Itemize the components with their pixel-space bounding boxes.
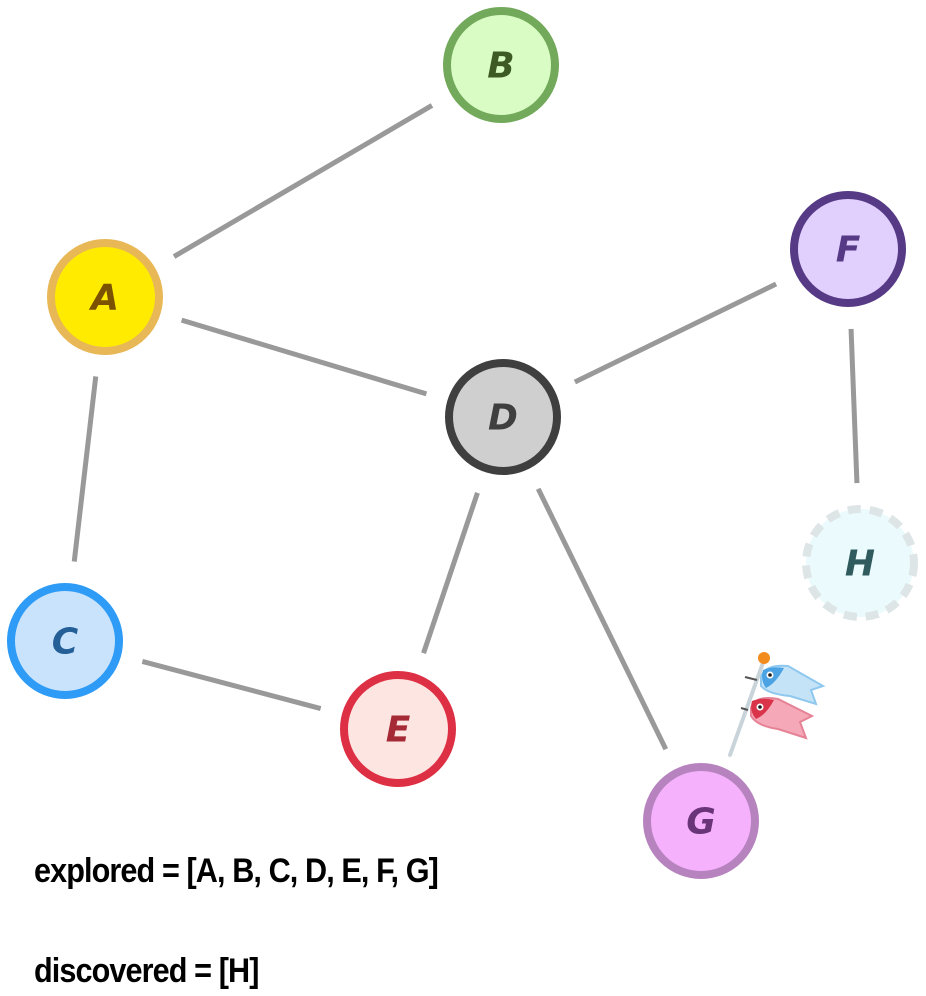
nodes: A B C D E F G H	[7, 7, 918, 879]
node-c: C	[7, 583, 123, 699]
node-b-label: B	[487, 46, 514, 87]
node-a-label: A	[88, 278, 119, 319]
node-g-circle	[643, 763, 759, 879]
node-f: F	[790, 191, 906, 307]
node-e-circle	[340, 671, 456, 787]
node-g: G	[643, 763, 759, 879]
node-b: B	[443, 7, 559, 123]
node-f-label: F	[836, 230, 861, 271]
edge-a-b	[172, 103, 434, 259]
discovered-list: discovered = [H]	[34, 952, 259, 990]
node-h: H	[802, 505, 918, 621]
explored-list: explored = [A, B, C, D, E, F, G]	[34, 852, 439, 890]
edge-f-h	[848, 328, 860, 484]
edges	[71, 103, 860, 751]
node-d: D	[445, 359, 561, 475]
node-c-label: C	[52, 622, 79, 663]
edge-a-c	[71, 376, 99, 562]
node-a: A	[47, 239, 163, 355]
edge-a-d	[180, 317, 428, 397]
node-c-circle	[7, 583, 123, 699]
node-f-circle	[790, 191, 906, 307]
koinobori-flag-icon	[728, 652, 826, 757]
node-b-circle	[443, 7, 559, 123]
node-a-circle	[47, 239, 163, 355]
node-e-label: E	[386, 710, 411, 751]
node-e: E	[340, 671, 456, 787]
edge-d-e	[421, 492, 480, 654]
node-h-circle	[802, 505, 918, 621]
node-d-circle	[445, 359, 561, 475]
node-g-label: G	[686, 802, 716, 843]
edge-d-g	[535, 487, 669, 751]
edge-c-e	[141, 659, 322, 711]
edge-d-f	[573, 281, 778, 385]
node-d-label: D	[488, 398, 518, 439]
node-h-label: H	[845, 544, 875, 585]
